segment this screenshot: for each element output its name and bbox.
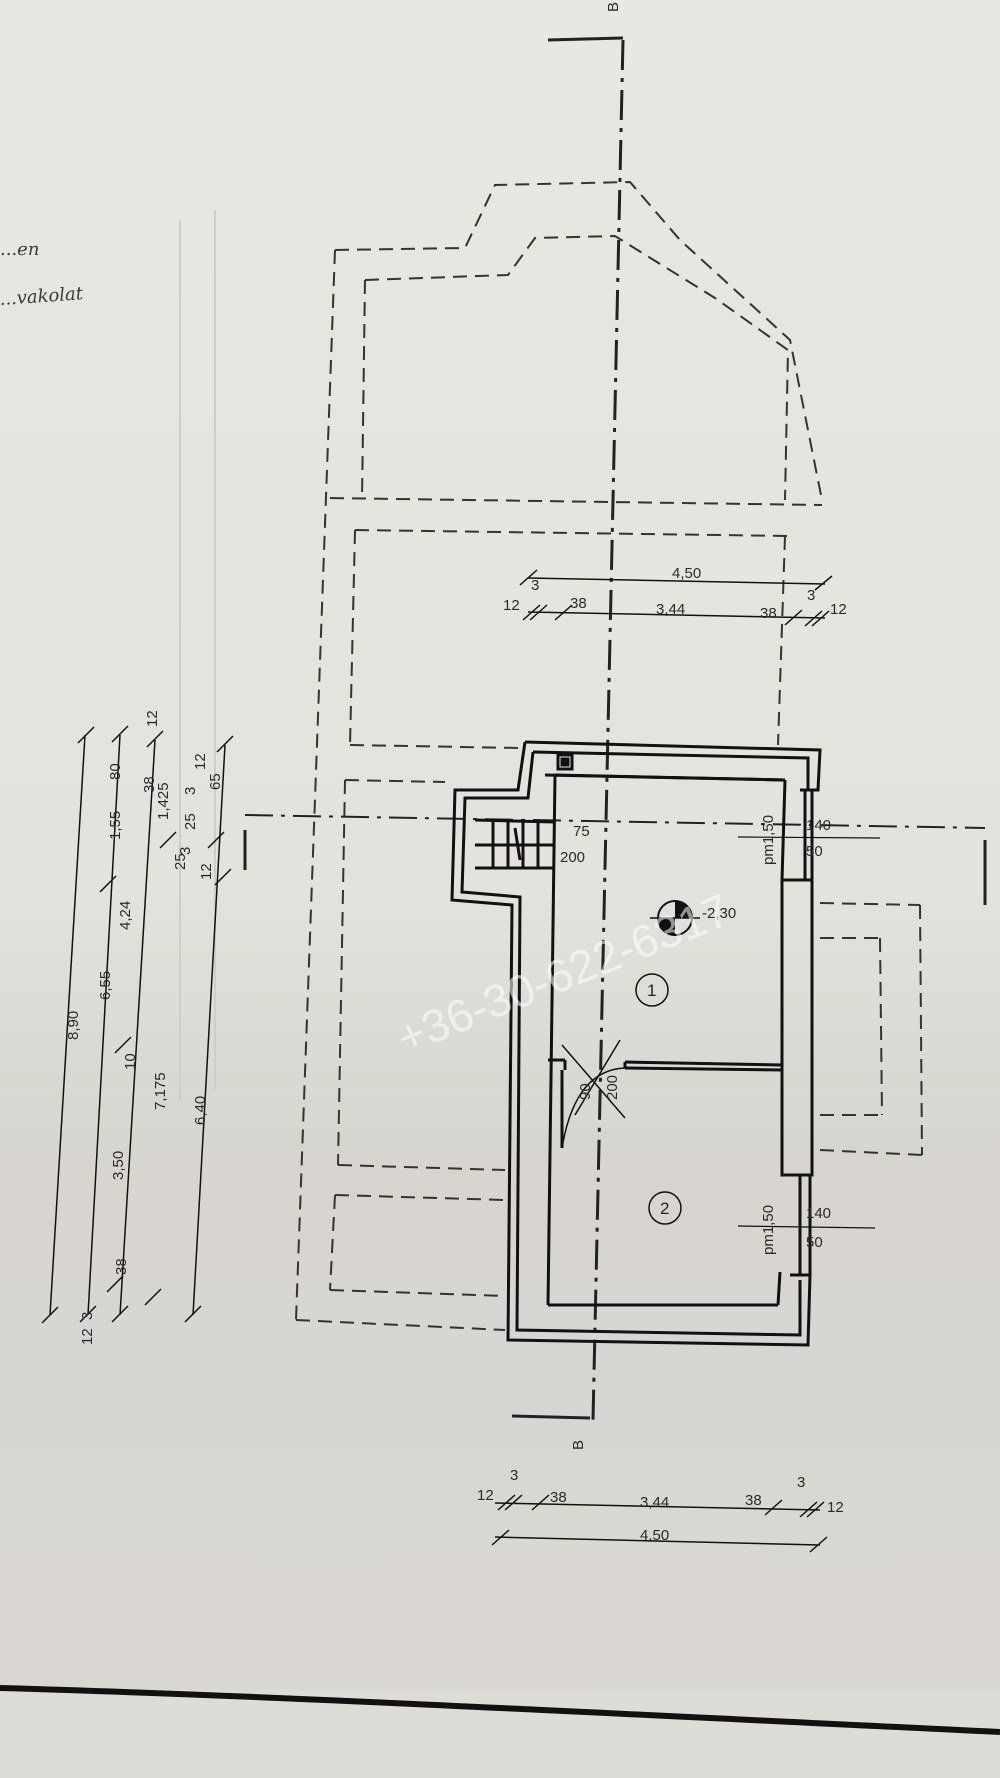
stair-width-label: 75 [573, 823, 590, 840]
level-marker [650, 900, 700, 936]
left-25a: 25 [182, 813, 199, 830]
left-3b: 3 [182, 787, 199, 795]
left-12: 12 [79, 1328, 96, 1345]
room-2-label: 2 [660, 1199, 669, 1218]
left-655: 6,55 [97, 971, 114, 1000]
left-80: 80 [107, 763, 124, 780]
left-1425: 1,425 [155, 782, 172, 820]
bottom-part-3b: 3 [797, 1474, 805, 1491]
top-total: 4,50 [672, 565, 701, 582]
svg-text:140: 140 [806, 817, 831, 834]
top-part-12a: 12 [503, 597, 520, 614]
left-12d: 12 [198, 863, 215, 880]
section-line-b [243, 36, 987, 1421]
left-38b: 38 [141, 776, 158, 793]
level-value: -2,30 [702, 905, 736, 922]
upper-floor-dashed-outline [295, 180, 923, 1331]
left-3c: 3 [177, 847, 194, 855]
left-12c: 12 [192, 753, 209, 770]
phone-watermark: +36-30-622-6317 [389, 883, 737, 1064]
left-12b: 12 [144, 710, 161, 727]
bottom-part-12a: 12 [477, 1487, 494, 1504]
bottom-dimension-chain [491, 1494, 828, 1553]
left-total-890: 8,90 [65, 1011, 82, 1040]
door-height-label: 200 [604, 1075, 621, 1100]
top-part-344: 3,44 [656, 601, 685, 618]
room-2-marker: 2 [648, 1191, 682, 1225]
left-640: 6,40 [192, 1096, 209, 1125]
section-mark-bottom: B [570, 1440, 587, 1450]
top-part-3a: 3 [531, 577, 539, 594]
top-part-3b: 3 [807, 587, 815, 604]
top-part-38b: 38 [760, 605, 777, 622]
bottom-part-12b: 12 [827, 1499, 844, 1516]
bottom-part-344: 3,44 [640, 1494, 669, 1511]
svg-text:140: 140 [806, 1205, 831, 1222]
room-1-marker: 1 [635, 973, 669, 1007]
section-mark-top: B [605, 2, 622, 12]
room-1-label: 1 [647, 981, 656, 1000]
stair-length-label: 200 [560, 849, 585, 866]
handwritten-note-2: ...vakolat [0, 283, 84, 310]
bottom-part-38a: 38 [550, 1489, 567, 1506]
left-7175: 7,175 [152, 1072, 169, 1110]
left-65: 65 [207, 773, 224, 790]
bottom-part-38b: 38 [745, 1492, 762, 1509]
bottom-part-3a: 3 [510, 1467, 518, 1484]
top-dimension-chain [519, 569, 833, 627]
left-3: 3 [79, 1312, 96, 1320]
basement-walls [450, 740, 822, 1347]
left-dimension-chains [41, 725, 234, 1324]
handwritten-note-1: ...en [0, 239, 39, 260]
sheet-border-line [0, 1685, 1000, 1735]
svg-text:pm1,50: pm1,50 [760, 815, 777, 865]
window-label-1: 140 50 pm1,50 [737, 815, 881, 865]
bottom-total: 4,50 [640, 1527, 669, 1544]
left-25b: 25 [172, 853, 189, 870]
top-part-38a: 38 [570, 595, 587, 612]
window-label-2: 140 50 pm1,50 [737, 1205, 876, 1255]
top-part-12b: 12 [830, 601, 847, 618]
svg-text:50: 50 [806, 1234, 823, 1251]
door-width-label: 90 [577, 1083, 594, 1100]
left-10: 10 [122, 1053, 139, 1070]
svg-text:50: 50 [806, 843, 823, 860]
left-350: 3,50 [110, 1151, 127, 1180]
left-424: 4,24 [117, 901, 134, 930]
ghost-lines [179, 210, 216, 1100]
svg-text:pm1,50: pm1,50 [760, 1205, 777, 1255]
left-155: 1,55 [107, 811, 124, 840]
left-38a: 38 [113, 1258, 130, 1275]
